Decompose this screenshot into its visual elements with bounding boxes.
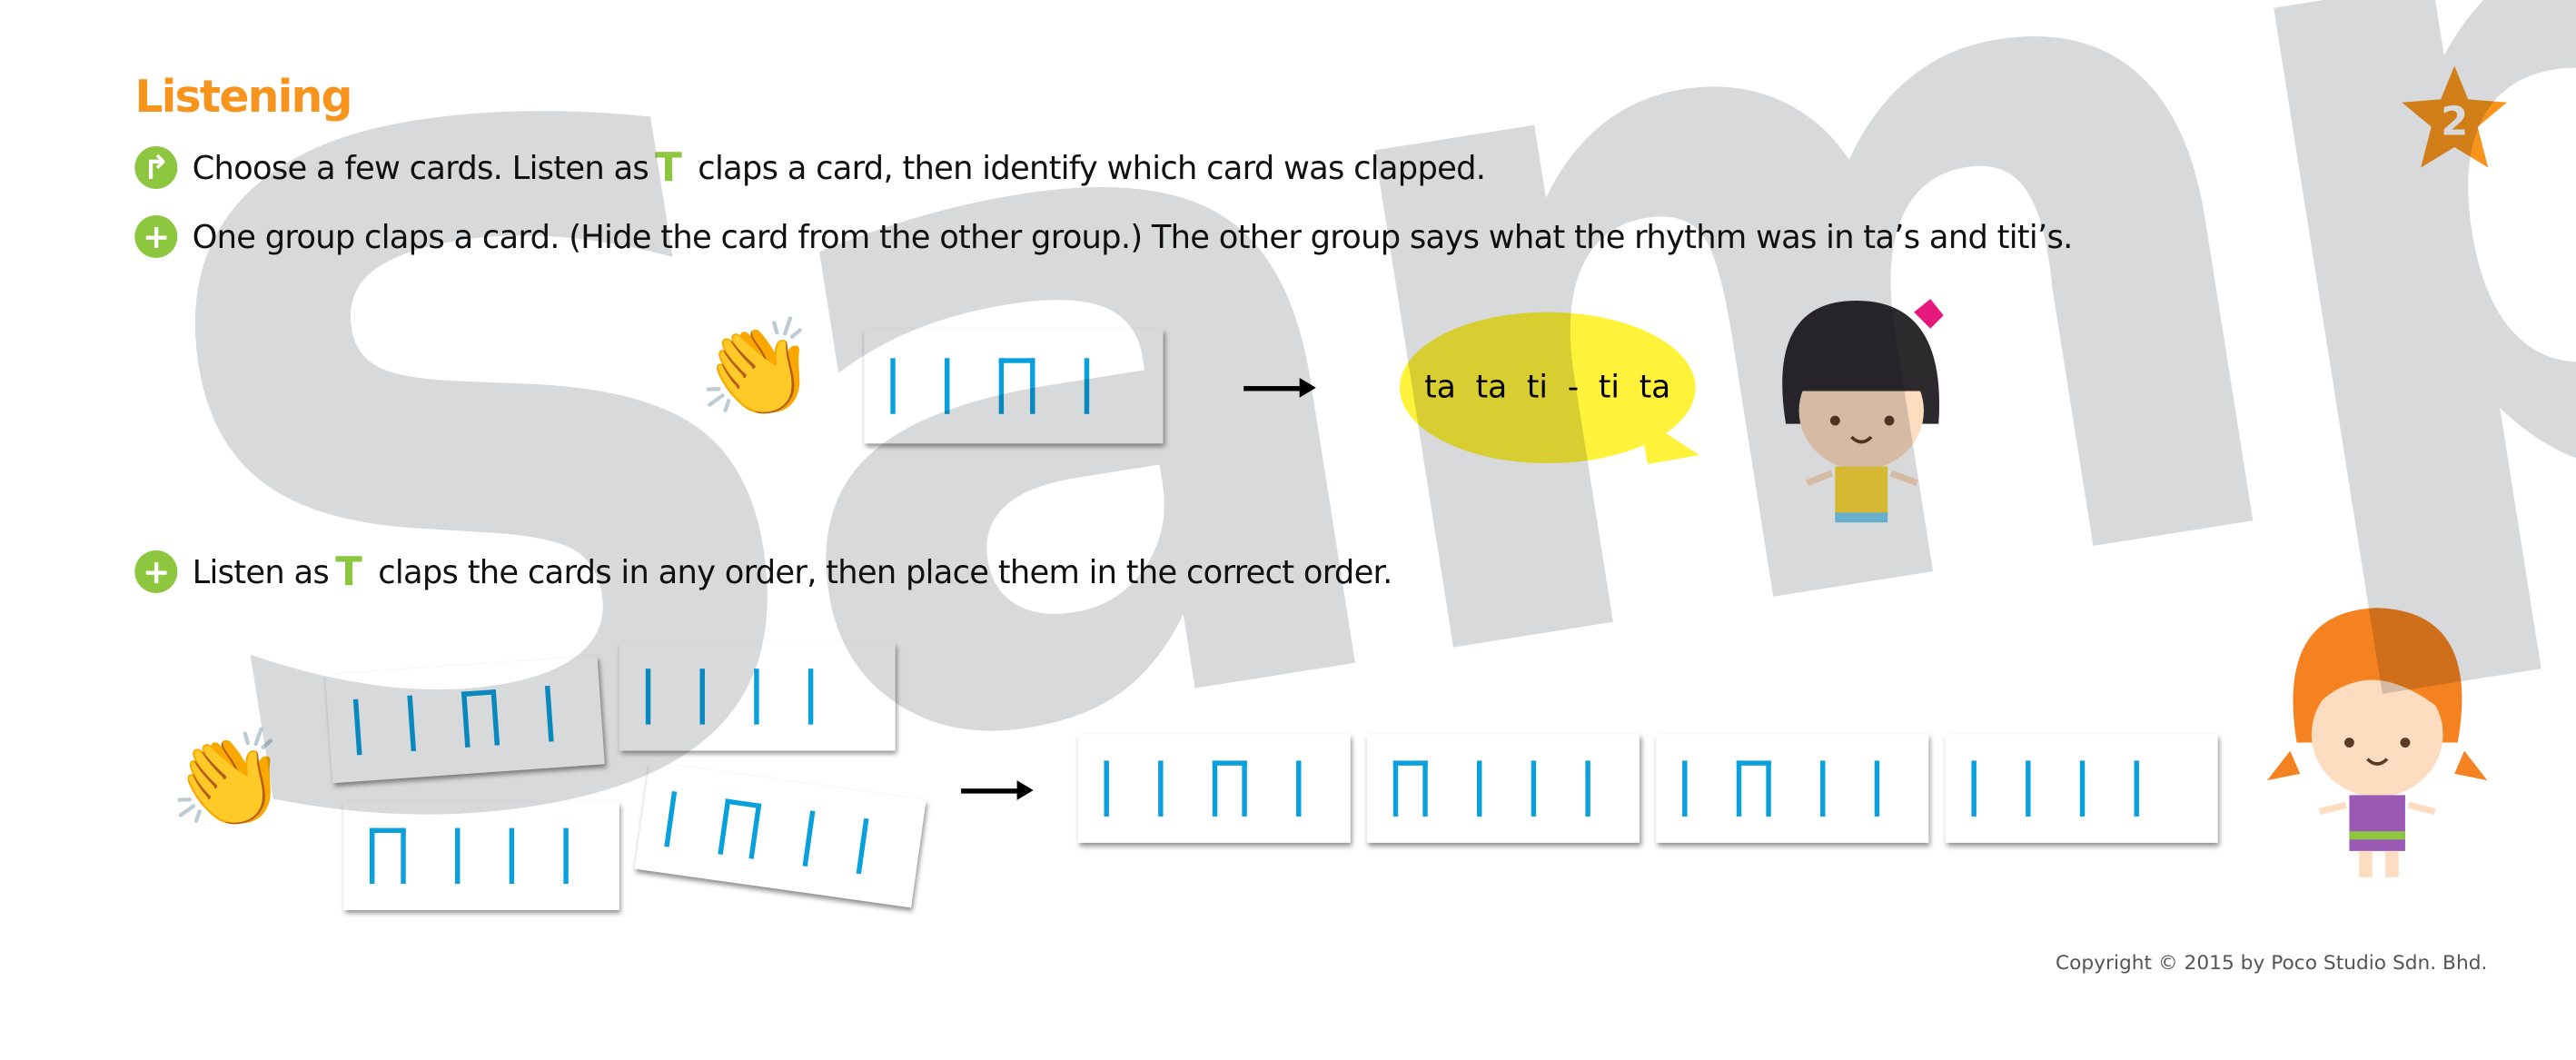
titi-note-icon xyxy=(718,798,762,859)
scattered-rhythm-card[interactable] xyxy=(324,656,605,784)
plus-icon: + xyxy=(134,550,178,593)
ta-note-icon xyxy=(1874,760,1880,817)
ta-note-icon xyxy=(699,669,705,725)
ta-note-icon xyxy=(1971,760,1977,817)
rhythm-card-example xyxy=(864,328,1164,444)
ta-note-icon xyxy=(1531,760,1537,817)
clapping-hands-icon: 👏 xyxy=(169,722,288,835)
ta-note-icon xyxy=(1585,760,1590,817)
ta-note-icon xyxy=(1084,358,1090,414)
ordered-rhythm-card[interactable] xyxy=(1945,734,2218,843)
instruction-text: claps the cards in any order, then place… xyxy=(378,552,1392,591)
ta-note-icon xyxy=(664,791,678,847)
ta-note-icon xyxy=(890,358,896,414)
ta-note-icon xyxy=(645,669,651,725)
arrow-icon xyxy=(961,780,1034,800)
ta-note-icon xyxy=(2026,760,2031,817)
instruction-text: Listen as xyxy=(192,552,330,591)
worksheet-page: Listening 2 ↱ Choose a few cards. Listen… xyxy=(74,0,2576,1060)
titi-note-icon xyxy=(461,689,500,748)
scattered-rhythm-card[interactable] xyxy=(619,642,896,751)
instruction-text: Choose a few cards. Listen as xyxy=(192,148,649,187)
ta-note-icon xyxy=(2134,760,2139,817)
scattered-rhythm-card[interactable] xyxy=(343,801,619,911)
ta-note-icon xyxy=(1820,760,1826,817)
ta-note-icon xyxy=(352,698,362,756)
ta-note-icon xyxy=(563,827,569,885)
titi-note-icon xyxy=(1392,760,1429,817)
ta-note-icon xyxy=(1296,760,1302,817)
plus-icon: + xyxy=(134,214,178,258)
clapping-hands-icon: 👏 xyxy=(698,312,817,424)
ta-note-icon xyxy=(1682,760,1688,817)
teacher-symbol: T xyxy=(335,549,362,595)
ta-note-icon xyxy=(945,358,950,414)
ta-note-icon xyxy=(407,695,416,752)
titi-note-icon xyxy=(1736,760,1772,817)
instruction-text: claps a card, then identify which card w… xyxy=(698,148,1486,187)
section-title: Listening xyxy=(134,72,352,124)
arrow-icon xyxy=(1243,378,1316,398)
copyright-notice: Copyright © 2015 by Poco Studio Sdn. Bhd… xyxy=(2055,951,2488,975)
ta-note-icon xyxy=(1477,760,1482,817)
ta-note-icon xyxy=(754,669,759,725)
ta-note-icon xyxy=(545,685,554,742)
ta-note-icon xyxy=(807,669,814,725)
redhead-girl-illustration xyxy=(2267,608,2488,877)
instruction-text: One group claps a card. (Hide the card f… xyxy=(192,217,2074,256)
ta-note-icon xyxy=(1157,760,1164,817)
ta-note-icon xyxy=(2079,760,2086,817)
titi-note-icon xyxy=(369,827,406,885)
ta-note-icon xyxy=(856,817,869,875)
ordered-rhythm-card[interactable] xyxy=(1656,734,1929,843)
titi-note-icon xyxy=(998,358,1035,414)
instruction-2: + One group claps a card. (Hide the card… xyxy=(134,214,2074,258)
titi-note-icon xyxy=(1212,760,1248,817)
ordered-rhythm-card[interactable] xyxy=(1366,734,1640,843)
arrow-turn-icon: ↱ xyxy=(134,145,178,190)
ta-note-icon xyxy=(455,827,461,885)
ta-note-icon xyxy=(802,810,816,867)
ta-note-icon xyxy=(1104,760,1109,817)
girl-character-illustration xyxy=(1782,299,1944,523)
ta-note-icon xyxy=(509,827,515,885)
page-number-badge: 2 xyxy=(2402,65,2508,168)
ordered-rhythm-card[interactable] xyxy=(1077,734,1351,843)
instruction-1: ↱ Choose a few cards. Listen as T claps … xyxy=(134,144,1486,191)
scattered-rhythm-card[interactable] xyxy=(634,761,926,908)
instruction-3: + Listen as T claps the cards in any ord… xyxy=(134,549,1392,595)
speech-bubble: ta ta ti - ti ta xyxy=(1400,312,1696,464)
teacher-symbol: T xyxy=(655,144,682,191)
